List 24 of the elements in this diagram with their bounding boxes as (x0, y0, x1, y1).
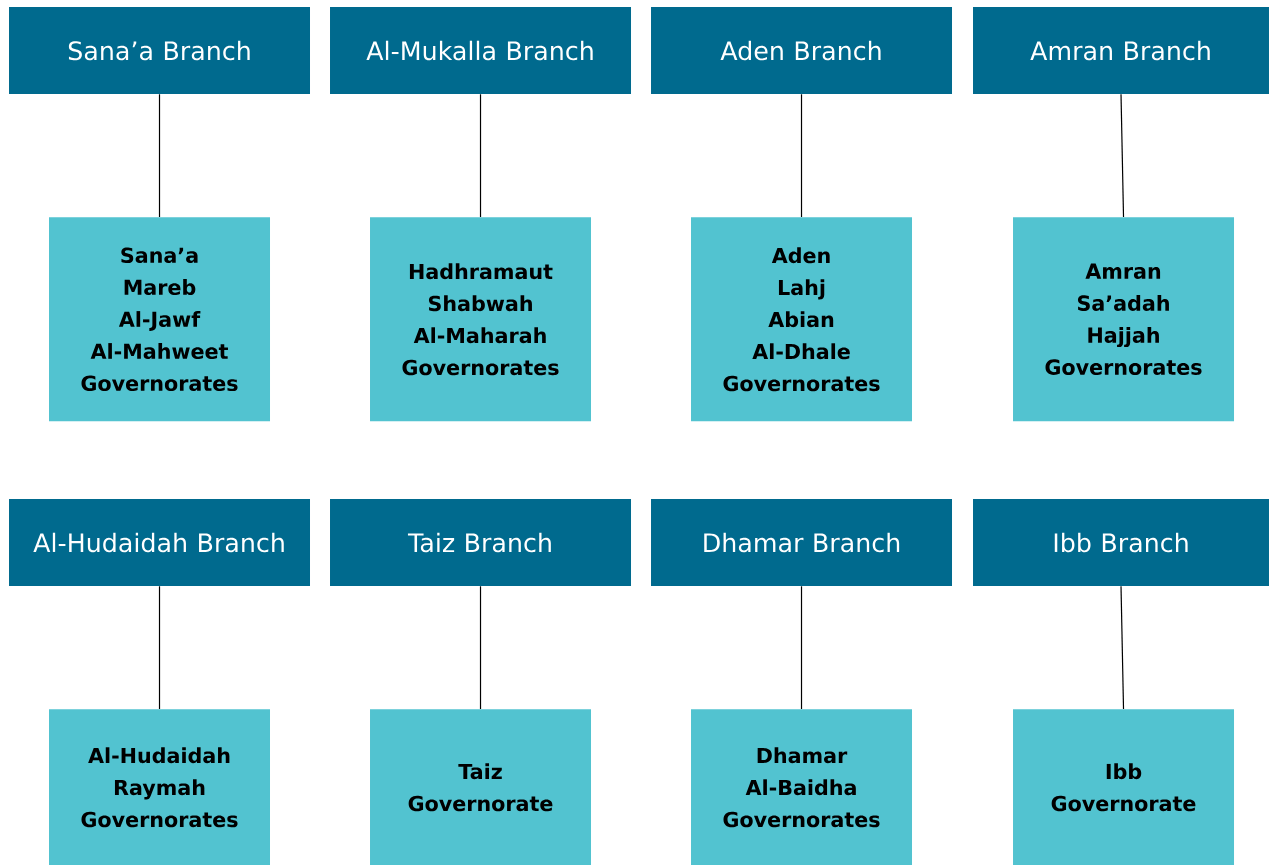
branch-box: Ibb Branch (973, 499, 1269, 586)
branch-box: Amran Branch (973, 7, 1269, 94)
governorates-box: Aden Lahj Abian Al-Dhale Governorates (691, 217, 912, 422)
branch-box: Sana’a Branch (9, 7, 310, 94)
governorates-box: Ibb Governorate (1013, 709, 1234, 865)
connector-line (1120, 93, 1125, 218)
branch-box: Al-Hudaidah Branch (9, 499, 310, 586)
governorates-box: Dhamar Al-Baidha Governorates (691, 709, 912, 865)
governorates-box: Sana’a Mareb Al-Jawf Al-Mahweet Governorates (49, 217, 270, 422)
branch-box: Aden Branch (651, 7, 952, 94)
branch-box: Dhamar Branch (651, 499, 952, 586)
connector-line (158, 585, 161, 710)
branch-box: Taiz Branch (330, 499, 631, 586)
governorates-box: Amran Sa’adah Hajjah Governorates (1013, 217, 1234, 422)
connector-line (158, 93, 161, 218)
branch-box: Al-Mukalla Branch (330, 7, 631, 94)
governorates-box: Hadhramaut Shabwah Al-Maharah Governorates (370, 217, 591, 422)
connector-line (800, 585, 803, 710)
connector-line (479, 93, 482, 218)
connector-line (800, 93, 803, 218)
governorates-box: Taiz Governorate (370, 709, 591, 865)
governorates-box: Al-Hudaidah Raymah Governorates (49, 709, 270, 865)
connector-line (479, 585, 482, 710)
connector-line (1120, 585, 1125, 710)
